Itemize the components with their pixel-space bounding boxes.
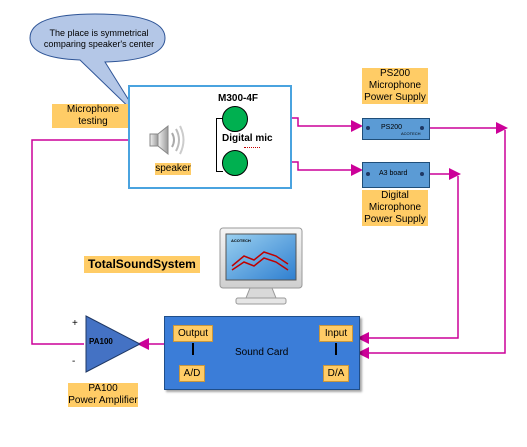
sound-card-title: Sound Card — [235, 347, 289, 358]
ps200-title-line-2: Microphone — [368, 80, 422, 91]
monitor-brand: ACOTECH — [231, 238, 251, 243]
system-title: TotalSoundSystem — [84, 256, 200, 273]
wire-ps200-to-input — [357, 130, 506, 359]
digital-ps-line-3: Power Supply — [364, 214, 426, 225]
input-connector-line — [335, 343, 337, 355]
ps200-screw-right — [420, 126, 424, 130]
ps200-title-line-3: Power Supply — [364, 92, 426, 103]
digital-microphone — [222, 150, 248, 176]
ps200-title-label: PS200 Microphone Power Supply — [362, 68, 428, 104]
pa100-title-line-1: PA100 — [88, 383, 118, 394]
speaker-label: speaker — [155, 163, 191, 175]
m300-label: M300-4F — [218, 93, 259, 104]
monitor-icon — [219, 227, 303, 305]
sound-card-input: Input — [319, 325, 353, 342]
a3-board-device: A3 board — [362, 162, 430, 188]
amplifier-minus: - — [72, 356, 76, 367]
callout-line-1: The place is symmetrical — [49, 28, 149, 38]
output-connector-line — [192, 343, 194, 355]
microphone-test-box — [128, 85, 292, 189]
wire-a3-to-input — [357, 176, 459, 344]
ps200-device: PS200 ACOTECH — [362, 118, 430, 140]
speaker-icon — [149, 124, 185, 156]
sound-card: Output A/D Sound Card Input D/A — [164, 316, 360, 390]
callout-line-2: comparing speaker's center — [43, 39, 155, 49]
a3-board-label: A3 board — [379, 170, 408, 177]
a3-screw-left — [366, 172, 370, 176]
pa100-title-line-2: Power Amplifier — [68, 395, 138, 406]
ps200-screw-left — [366, 126, 370, 130]
digital-ps-line-1: Digital — [381, 190, 409, 201]
digital-ps-line-2: Microphone — [368, 202, 422, 213]
callout-bubble: The place is symmetrical comparing speak… — [36, 28, 162, 50]
digital-power-supply-label: Digital Microphone Power Supply — [362, 190, 428, 226]
microphone-testing-label: Microphone testing — [52, 104, 134, 128]
amplifier-shape — [85, 315, 142, 373]
sound-card-ad: A/D — [179, 365, 205, 382]
sound-card-output: Output — [173, 325, 213, 342]
callout-bubble-shape — [29, 13, 166, 119]
ps200-brand: ACOTECH — [401, 131, 421, 136]
digital-mic-label: Digital mic — [222, 133, 273, 144]
amplifier-label: PA100 — [89, 337, 113, 346]
wire-amp-to-speaker — [31, 134, 151, 345]
pa100-title-label: PA100 Power Amplifier — [68, 383, 138, 407]
mic-bracket — [216, 118, 223, 172]
ps200-title-line-1: PS200 — [379, 68, 411, 79]
sound-card-da: D/A — [323, 365, 349, 382]
wavy-underline — [244, 145, 260, 148]
amplifier-plus: + — [72, 318, 78, 329]
a3-screw-right — [420, 172, 424, 176]
m300-microphone — [222, 106, 248, 132]
ps200-device-label: PS200 — [381, 124, 403, 131]
